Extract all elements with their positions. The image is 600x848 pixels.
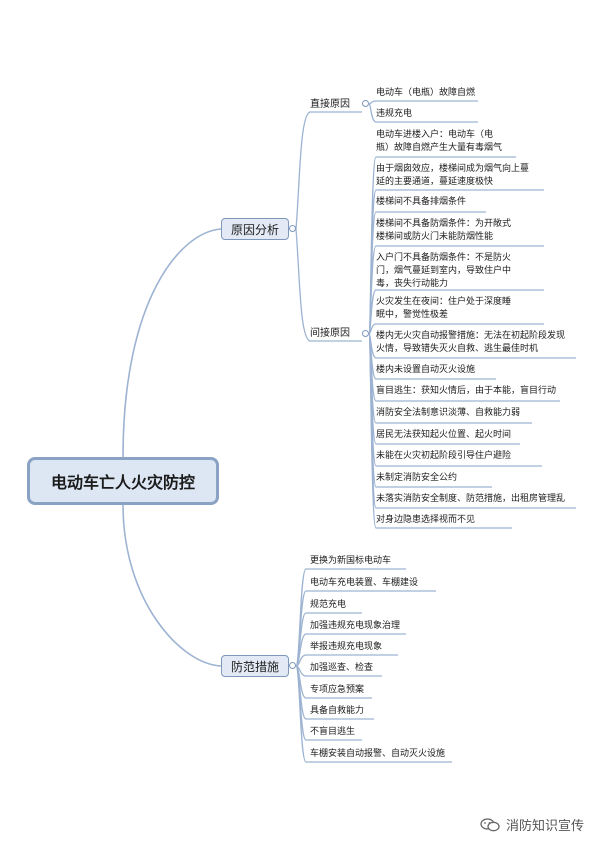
leaf-indirect-1[interactable]: 电动车进楼入户：电动车（电瓶）故障自燃产生大量有毒烟气 <box>376 130 503 153</box>
leaf-indirect-12[interactable]: 未能在火灾初起阶段引导住户避险 <box>376 451 512 461</box>
collapse-direct-icon[interactable] <box>362 100 369 107</box>
leaf-indirect-14[interactable]: 未落实消防安全制度、防范措施，出租房管理乱 <box>376 494 566 504</box>
connector-causes-direct <box>295 111 362 230</box>
leaf-prevention-8[interactable]: 具备自救能力 <box>310 706 365 716</box>
subtopic-direct[interactable]: 直接原因 <box>310 99 350 110</box>
connector-direct-leaf-1 <box>368 100 478 105</box>
leaf-indirect-6[interactable]: 火灾发生在夜间：住户处于深度睡眠中，警觉性极差 <box>376 297 512 320</box>
leaf-indirect-4[interactable]: 楼梯间不具备防烟条件：为开敞式楼梯间或防火门未能防烟性能 <box>376 219 512 242</box>
leaf-indirect-13[interactable]: 未制定消防安全公约 <box>376 473 458 483</box>
collapse-prevention-icon[interactable] <box>289 662 296 669</box>
leaf-indirect-15[interactable]: 对身边隐患选择视而不见 <box>376 515 476 525</box>
connector-root-prevention <box>122 504 222 667</box>
connector-root-causes <box>122 228 222 458</box>
leaf-prevention-9[interactable]: 不盲目逃生 <box>310 727 356 737</box>
leaf-indirect-11[interactable]: 居民无法获知起火位置、起火时间 <box>376 430 512 440</box>
leaf-indirect-3[interactable]: 楼梯间不具备排烟条件 <box>376 197 467 207</box>
connector-direct-leaf-2 <box>368 103 478 123</box>
wechat-icon <box>480 817 500 831</box>
leaf-prevention-2[interactable]: 电动车充电装置、车棚建设 <box>310 578 419 588</box>
connector-indirect-leaf-15 <box>368 333 512 529</box>
collapse-indirect-icon[interactable] <box>362 330 369 337</box>
connector-prevention-leaf-5 <box>295 654 398 667</box>
leaf-prevention-4[interactable]: 加强违规充电现象治理 <box>310 621 401 631</box>
topic-prevention[interactable]: 防范措施 <box>221 655 289 677</box>
leaf-indirect-7[interactable]: 楼内无火灾自动报警措施：无法在初起阶段发现火情，导致错失灭火自救、逃生最佳时机 <box>376 331 566 354</box>
watermark: 消防知识宣传 <box>480 815 584 834</box>
watermark-text: 消防知识宣传 <box>505 819 584 834</box>
leaf-indirect-5[interactable]: 入户门不具备防烟条件：不是防火门，烟气蔓延到室内，导致住户中毒，丧失行动能力 <box>376 253 512 289</box>
leaf-prevention-3[interactable]: 规范充电 <box>310 600 347 610</box>
leaf-indirect-10[interactable]: 消防安全法制意识淡薄、自救能力弱 <box>376 408 521 418</box>
root-topic[interactable]: 电动车亡人火灾防控 <box>27 457 219 505</box>
topic-causes[interactable]: 原因分析 <box>221 218 289 240</box>
leaf-indirect-8[interactable]: 楼内未设置自动灭火设施 <box>376 365 476 375</box>
leaf-direct-2[interactable]: 违规充电 <box>376 109 413 119</box>
leaf-prevention-5[interactable]: 举报违规充电现象 <box>310 642 383 652</box>
connector-prevention-leaf-10 <box>295 665 452 763</box>
collapse-causes-icon[interactable] <box>289 225 296 232</box>
leaf-direct-1[interactable]: 电动车（电瓶）故障自燃 <box>376 88 476 98</box>
subtopic-indirect[interactable]: 间接原因 <box>310 328 350 339</box>
leaf-indirect-9[interactable]: 盲目逃生：获知火情后，由于本能，盲目行动 <box>376 386 557 396</box>
connector-causes-indirect <box>295 228 362 342</box>
connector-indirect-leaf-6 <box>368 323 544 335</box>
leaf-prevention-6[interactable]: 加强巡查、检查 <box>310 663 374 673</box>
leaf-prevention-1[interactable]: 更换为新国标电动车 <box>310 556 392 566</box>
leaf-indirect-2[interactable]: 由于烟囱效应，楼梯间成为烟气向上蔓延的主要通道，蔓延速度极快 <box>376 164 530 187</box>
leaf-prevention-10[interactable]: 车棚安装自动报警、自动灭火设施 <box>310 749 446 759</box>
leaf-prevention-7[interactable]: 专项应急预案 <box>310 685 365 695</box>
